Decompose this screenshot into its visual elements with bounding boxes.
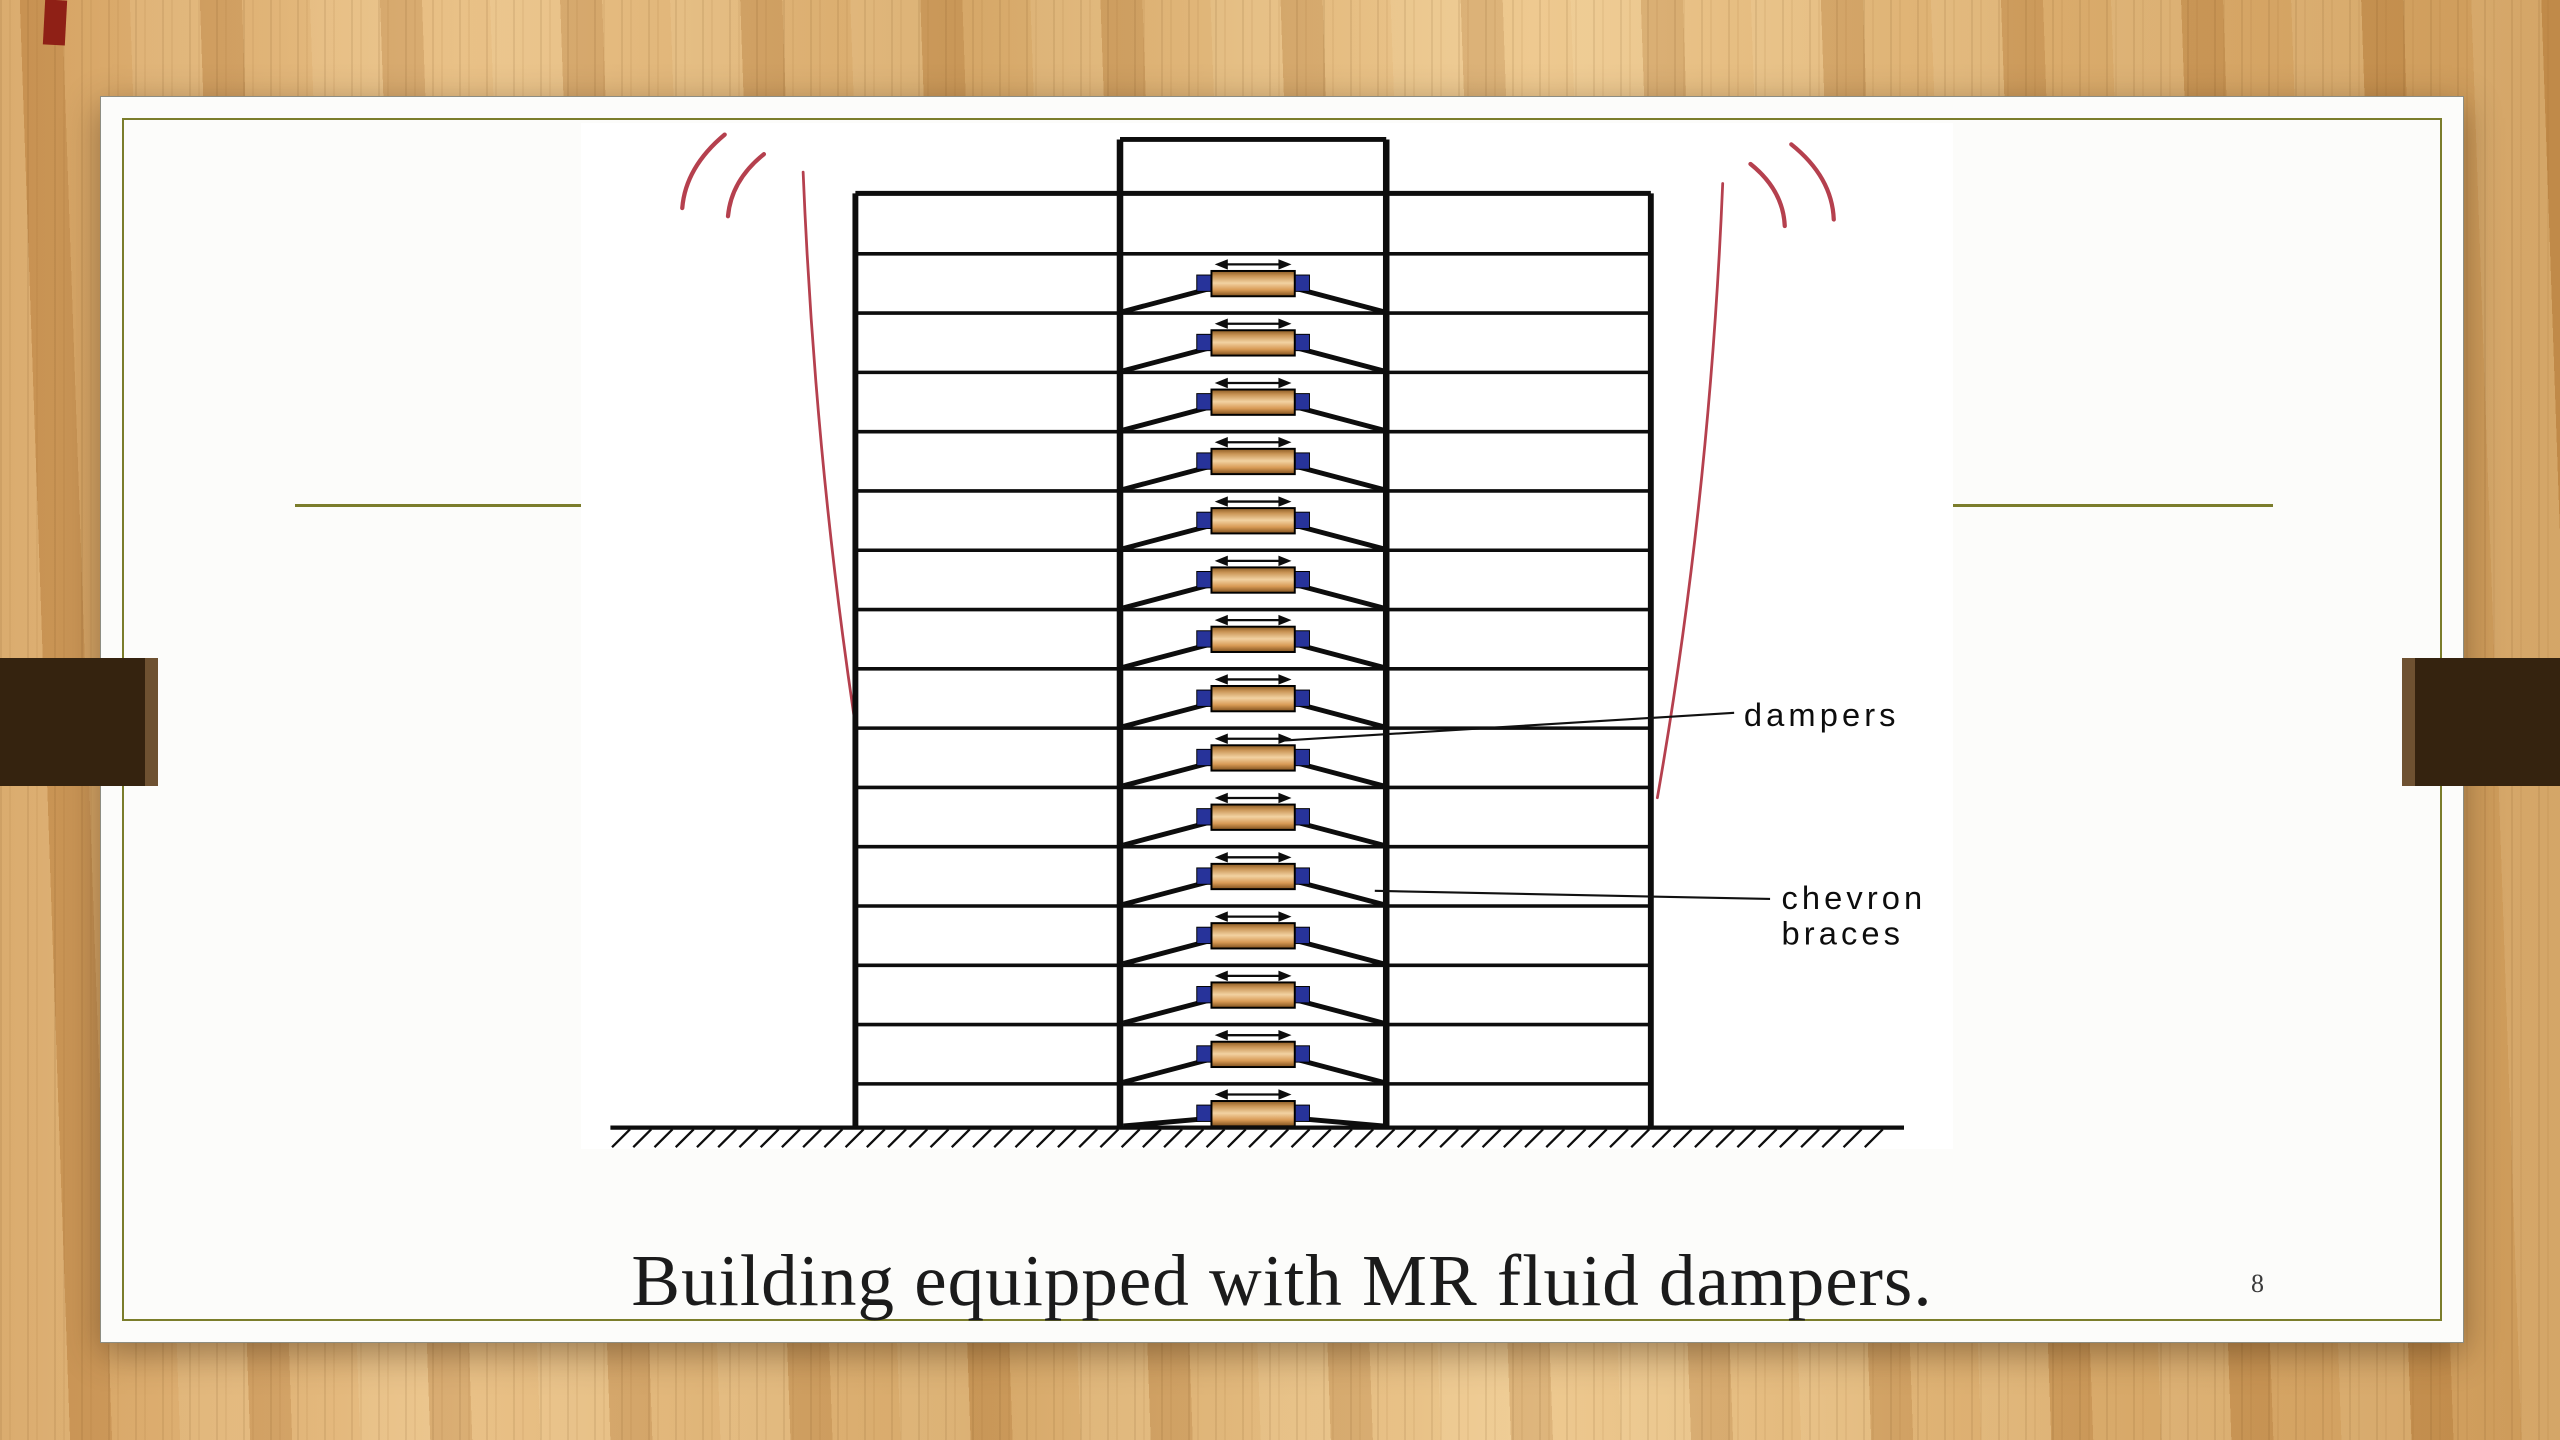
left-bar-endcap <box>145 658 158 786</box>
diagram-shapes-layer <box>610 132 1904 1149</box>
red-corner-mark <box>42 0 68 46</box>
chevron-braces-label-line1: chevron <box>1782 879 1927 916</box>
left-accent-bar <box>0 658 158 786</box>
building-diagram: dampers chevron braces <box>610 132 1927 1149</box>
chevron-braces-label-line2: braces <box>1782 915 1905 952</box>
building-figure: dampers chevron braces <box>581 123 1953 1149</box>
right-bar-endcap <box>2402 658 2415 786</box>
slide: dampers chevron braces Building equipped… <box>100 96 2464 1343</box>
page-number: 8 <box>2251 1269 2264 1298</box>
slide-caption: Building equipped with MR fluid dampers. <box>631 1240 1933 1321</box>
right-accent-bar <box>2402 658 2560 786</box>
dampers-label: dampers <box>1744 696 1900 733</box>
